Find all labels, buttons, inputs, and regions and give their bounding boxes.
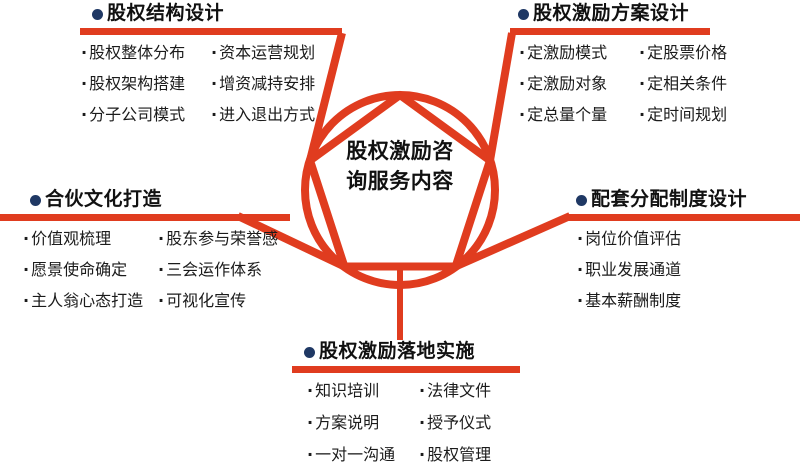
branch-right-rule (568, 214, 800, 221)
branch-right: 配套分配制度设计 岗位价值评估 职业发展通道 基本薪酬制度 (568, 190, 800, 324)
list-item: 资本运营规划 (210, 45, 315, 61)
branch-top-left: 股权结构设计 股权整体分布 股权架构搭建 分子公司模式 资本运营规划 增资减持安… (80, 4, 342, 138)
branch-top-right: 股权激励方案设计 定激励模式 定激励对象 定总量个量 定股票价格 定相关条件 定… (510, 4, 727, 138)
list-item: 可视化宣传 (157, 293, 278, 309)
branch-top-right-heading: 股权激励方案设计 (510, 4, 727, 23)
list-column: 价值观梳理 愿景使命确定 主人翁心态打造 (22, 231, 157, 324)
list-item: 授予仪式 (418, 415, 491, 431)
list-item: 定股票价格 (638, 45, 727, 61)
branch-top-left-lists: 股权整体分布 股权架构搭建 分子公司模式 资本运营规划 增资减持安排 进入退出方… (80, 45, 342, 138)
list-item: 股权管理 (418, 447, 491, 463)
bullet-dot-icon (304, 347, 315, 358)
list-item: 职业发展通道 (576, 262, 681, 278)
branch-left-rule (0, 214, 290, 221)
branch-bottom: 股权激励落地实施 知识培训 方案说明 一对一沟通 法律文件 授予仪式 股权管理 (292, 342, 520, 475)
branch-left-lists: 价值观梳理 愿景使命确定 主人翁心态打造 股东参与荣誉感 三会运作体系 可视化宣… (22, 231, 290, 324)
list-item: 三会运作体系 (157, 262, 278, 278)
branch-top-right-lists: 定激励模式 定激励对象 定总量个量 定股票价格 定相关条件 定时间规划 (510, 45, 727, 138)
list-item: 定总量个量 (518, 107, 638, 123)
branch-left-heading-text: 合伙文化打造 (45, 188, 163, 210)
list-item: 进入退出方式 (210, 107, 315, 123)
branch-bottom-rule (292, 366, 520, 373)
bullet-dot-icon (92, 9, 103, 20)
center-title-line-1: 股权激励咨 (346, 139, 454, 163)
connector-right (453, 212, 572, 271)
branch-bottom-heading-text: 股权激励落地实施 (319, 340, 476, 362)
branch-right-lists: 岗位价值评估 职业发展通道 基本薪酬制度 (568, 231, 800, 324)
list-item: 定相关条件 (638, 76, 727, 92)
bullet-dot-icon (576, 195, 587, 206)
list-item: 股权架构搭建 (80, 76, 210, 92)
list-item: 愿景使命确定 (22, 262, 157, 278)
list-item: 增资减持安排 (210, 76, 315, 92)
list-column: 定激励模式 定激励对象 定总量个量 (518, 45, 638, 138)
branch-top-right-rule (510, 28, 710, 35)
bullet-dot-icon (518, 9, 529, 20)
list-item: 分子公司模式 (80, 107, 210, 123)
center-title: 股权激励咨 询服务内容 (300, 136, 500, 197)
branch-bottom-heading: 股权激励落地实施 (292, 342, 520, 361)
list-item: 基本薪酬制度 (576, 293, 681, 309)
list-item: 价值观梳理 (22, 231, 157, 247)
list-item: 股权整体分布 (80, 45, 210, 61)
list-column: 资本运营规划 增资减持安排 进入退出方式 (210, 45, 315, 138)
list-item: 定激励对象 (518, 76, 638, 92)
list-item: 定激励模式 (518, 45, 638, 61)
list-column: 岗位价值评估 职业发展通道 基本薪酬制度 (576, 231, 681, 324)
branch-top-left-rule (80, 28, 342, 35)
list-column: 股权整体分布 股权架构搭建 分子公司模式 (80, 45, 210, 138)
branch-left-heading: 合伙文化打造 (22, 190, 290, 209)
branch-top-left-heading: 股权结构设计 (80, 4, 342, 23)
branch-top-left-heading-text: 股权结构设计 (107, 2, 225, 24)
list-item: 主人翁心态打造 (22, 293, 157, 309)
list-column: 股东参与荣誉感 三会运作体系 可视化宣传 (157, 231, 278, 324)
list-column: 知识培训 方案说明 一对一沟通 (306, 383, 418, 475)
list-column: 定股票价格 定相关条件 定时间规划 (638, 45, 727, 138)
list-column: 法律文件 授予仪式 股权管理 (418, 383, 491, 475)
list-item: 知识培训 (306, 383, 418, 399)
list-item: 方案说明 (306, 415, 418, 431)
list-item: 法律文件 (418, 383, 491, 399)
branch-right-heading-text: 配套分配制度设计 (591, 188, 748, 210)
branch-top-right-heading-text: 股权激励方案设计 (533, 2, 690, 24)
branch-left: 合伙文化打造 价值观梳理 愿景使命确定 主人翁心态打造 股东参与荣誉感 三会运作… (0, 190, 290, 324)
list-item: 股东参与荣誉感 (157, 231, 278, 247)
branch-bottom-lists: 知识培训 方案说明 一对一沟通 法律文件 授予仪式 股权管理 (292, 383, 520, 475)
branch-right-heading: 配套分配制度设计 (568, 190, 800, 209)
list-item: 定时间规划 (638, 107, 727, 123)
bullet-dot-icon (30, 195, 41, 206)
list-item: 一对一沟通 (306, 447, 418, 463)
center-title-line-2: 询服务内容 (346, 169, 454, 194)
list-item: 岗位价值评估 (576, 231, 681, 247)
